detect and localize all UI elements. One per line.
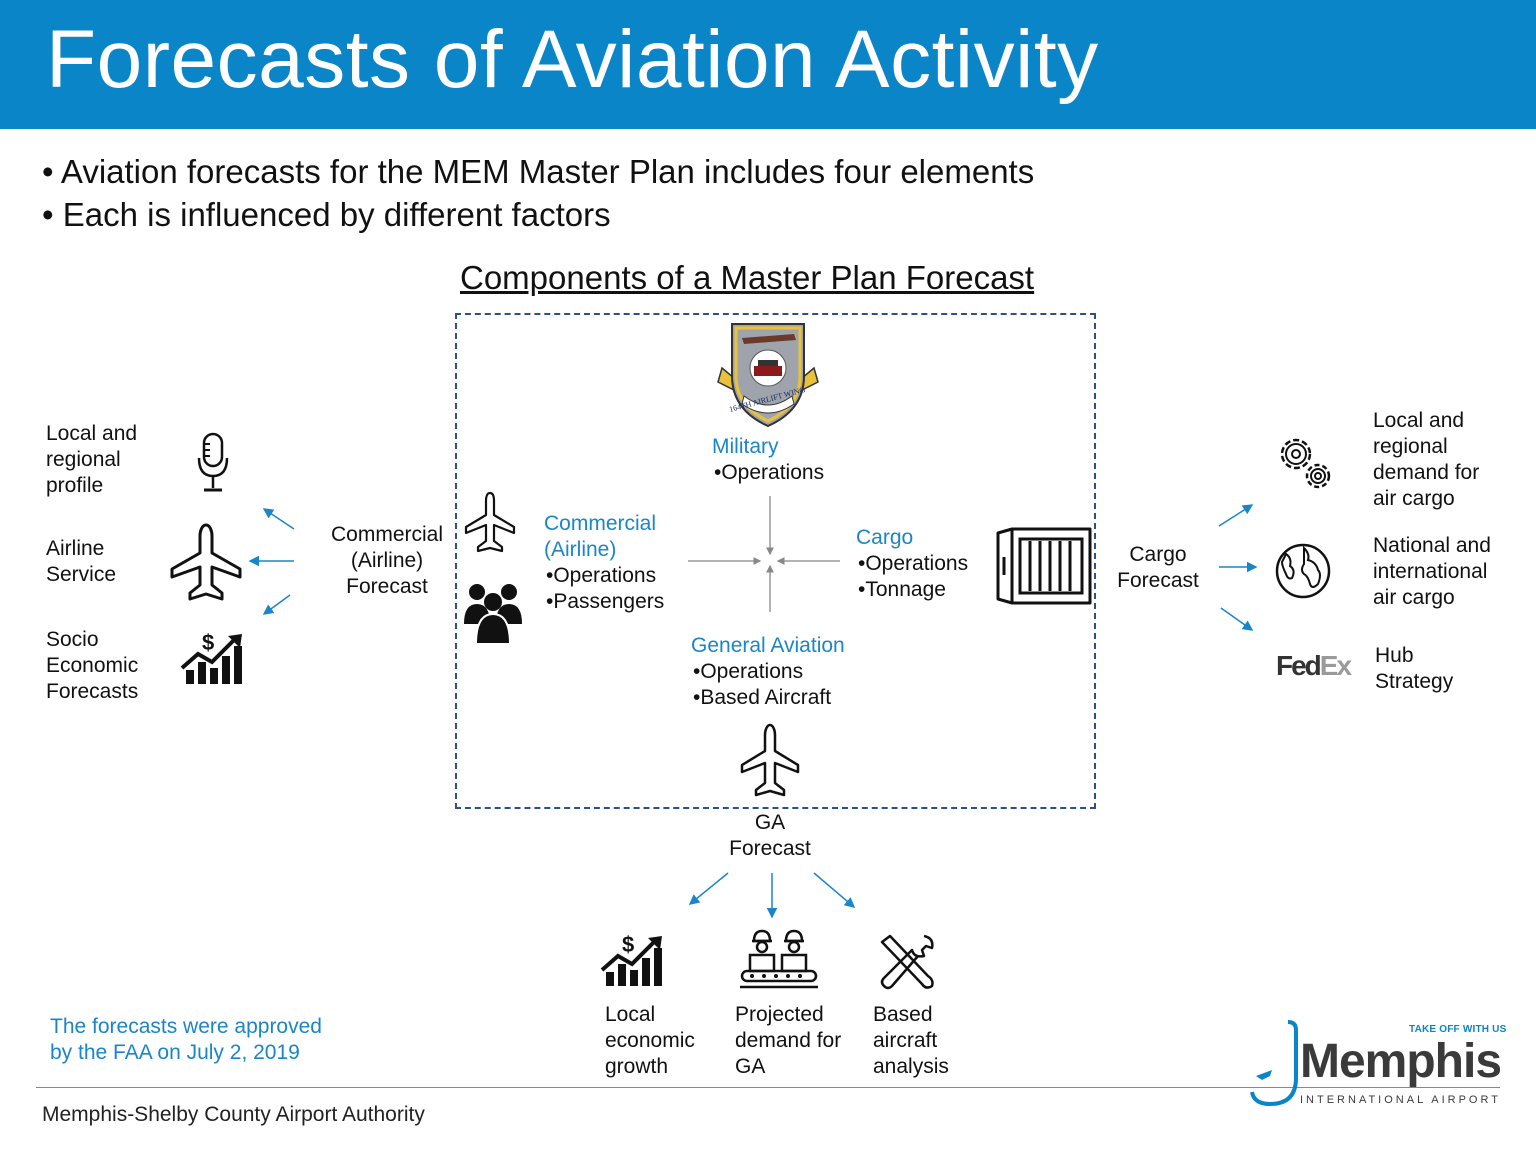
cargo-item: •Tonnage (858, 578, 946, 601)
microphone-icon (197, 432, 229, 492)
factor-label-line: profile (46, 474, 104, 497)
airlift-wing-seal-icon (717, 323, 819, 428)
fedex-logo-ex: Ex (1319, 650, 1352, 681)
factor-label-line: Forecasts (46, 680, 139, 703)
footer-organization: Memphis-Shelby County Airport Authority (42, 1103, 425, 1126)
factor-label-line: GA (735, 1055, 766, 1078)
factor-label-line: air cargo (1373, 487, 1455, 510)
military-label: Military (712, 435, 779, 458)
logo-subtitle: INTERNATIONAL AIRPORT (1300, 1094, 1501, 1106)
factor-label-line: National and (1373, 534, 1491, 557)
logo-tagline: TAKE OFF WITH US (1409, 1024, 1507, 1035)
factor-label-line: Service (46, 563, 117, 586)
tools-icon (880, 934, 934, 990)
footer-divider (36, 1087, 1500, 1088)
factor-label-line: Local and (1373, 409, 1465, 432)
growth-chart-icon: $ (180, 630, 242, 684)
factor-label-line: economic (605, 1029, 695, 1052)
factor-label: Local and regional profile (46, 421, 137, 499)
factor-label-line: Projected (735, 1003, 824, 1026)
logo-wordmark: Memphis (1300, 1035, 1502, 1088)
workers-icon (740, 929, 818, 989)
factor-label-line: regional (1373, 435, 1448, 458)
factor-label: Airline Service (46, 536, 116, 588)
factor-label-line: Based (873, 1003, 933, 1026)
factor-label-line: Local (605, 1003, 656, 1026)
factor-label-line: regional (46, 448, 121, 471)
military-item: •Operations (714, 461, 825, 484)
commercial-label: (Airline) (544, 538, 617, 561)
commercial-item: •Operations (546, 564, 657, 587)
factor-label-line: demand for (1373, 461, 1480, 484)
factor-label-line: air cargo (1373, 586, 1455, 609)
passengers-icon (464, 584, 522, 645)
general-aviation-label: General Aviation (691, 634, 845, 657)
factor-label: Projected demand for GA (735, 1002, 841, 1080)
factor-label-line: international (1373, 560, 1488, 583)
bullet-list: • Aviation forecasts for the MEM Master … (42, 150, 1034, 236)
factor-label-line: Local and (46, 422, 138, 445)
convergence-arrows (688, 496, 840, 612)
growth-chart-icon: $ (600, 932, 662, 986)
factor-label-line: growth (605, 1055, 669, 1078)
approval-note-line: by the FAA on July 2, 2019 (50, 1041, 300, 1064)
factor-label-line: Economic (46, 654, 139, 677)
airplane-icon (170, 523, 242, 601)
cargo-container-icon (996, 527, 1092, 605)
diagram-title: Components of a Master Plan Forecast (460, 259, 1035, 296)
factor-label: Local economic growth (605, 1002, 695, 1080)
ga-forecast-label: GA Forecast (700, 810, 840, 862)
cargo-label: Cargo (856, 526, 914, 549)
cargo-forecast-label-line: Forecast (1117, 569, 1199, 592)
airplane-icon (464, 491, 516, 553)
airplane-icon (740, 723, 800, 797)
factor-label-line: aircraft (873, 1029, 938, 1052)
commercial-forecast-label-line: (Airline) (350, 549, 424, 572)
factor-label-line: analysis (873, 1055, 949, 1078)
factor-label: Socio Economic Forecasts (46, 627, 138, 705)
general-aviation-item: •Operations (693, 660, 804, 683)
ga-forecast-label-line: Forecast (729, 837, 811, 860)
memphis-logo-swoosh-icon (1250, 1020, 1298, 1107)
factor-label-line: Hub (1375, 644, 1414, 667)
globe-icon (1275, 543, 1331, 599)
factor-label-line: Airline (46, 537, 105, 560)
svg-text:$: $ (622, 932, 634, 957)
gears-icon (1280, 438, 1331, 489)
components-box (455, 313, 1096, 809)
commercial-forecast-label: Commercial (Airline) Forecast (320, 522, 454, 600)
general-aviation-item: •Based Aircraft (693, 686, 832, 709)
commercial-label: Commercial (544, 512, 657, 535)
factor-label: Local and regional demand for air cargo (1373, 408, 1479, 512)
page-title: Forecasts of Aviation Activity (46, 14, 1099, 105)
ga-forecast-label-line: GA (754, 811, 786, 834)
bullet-item: • Aviation forecasts for the MEM Master … (42, 153, 1035, 190)
commercial-item: •Passengers (546, 590, 665, 613)
svg-text:$: $ (202, 630, 214, 655)
factor-label-line: Strategy (1375, 670, 1454, 693)
factor-label: Based aircraft analysis (873, 1002, 949, 1080)
approval-note: The forecasts were approved by the FAA o… (50, 1014, 322, 1066)
cargo-forecast-label: Cargo Forecast (1104, 542, 1212, 594)
fedex-logo-fe: Fed (1276, 650, 1322, 681)
cargo-item: •Operations (858, 552, 969, 575)
cargo-forecast-label-line: Cargo (1129, 543, 1187, 566)
factor-label-line: demand for (735, 1029, 842, 1052)
factor-label-line: Socio (46, 628, 99, 651)
commercial-forecast-label-line: Commercial (330, 523, 443, 546)
factor-label: National and international air cargo (1373, 533, 1491, 611)
commercial-forecast-label-line: Forecast (346, 575, 428, 598)
fedex-logo: FedEx (1276, 650, 1352, 682)
approval-note-line: The forecasts were approved (50, 1015, 322, 1038)
factor-label: Hub Strategy (1375, 643, 1453, 695)
title-bar (0, 0, 1536, 129)
bullet-item: • Each is influenced by different factor… (42, 196, 611, 233)
